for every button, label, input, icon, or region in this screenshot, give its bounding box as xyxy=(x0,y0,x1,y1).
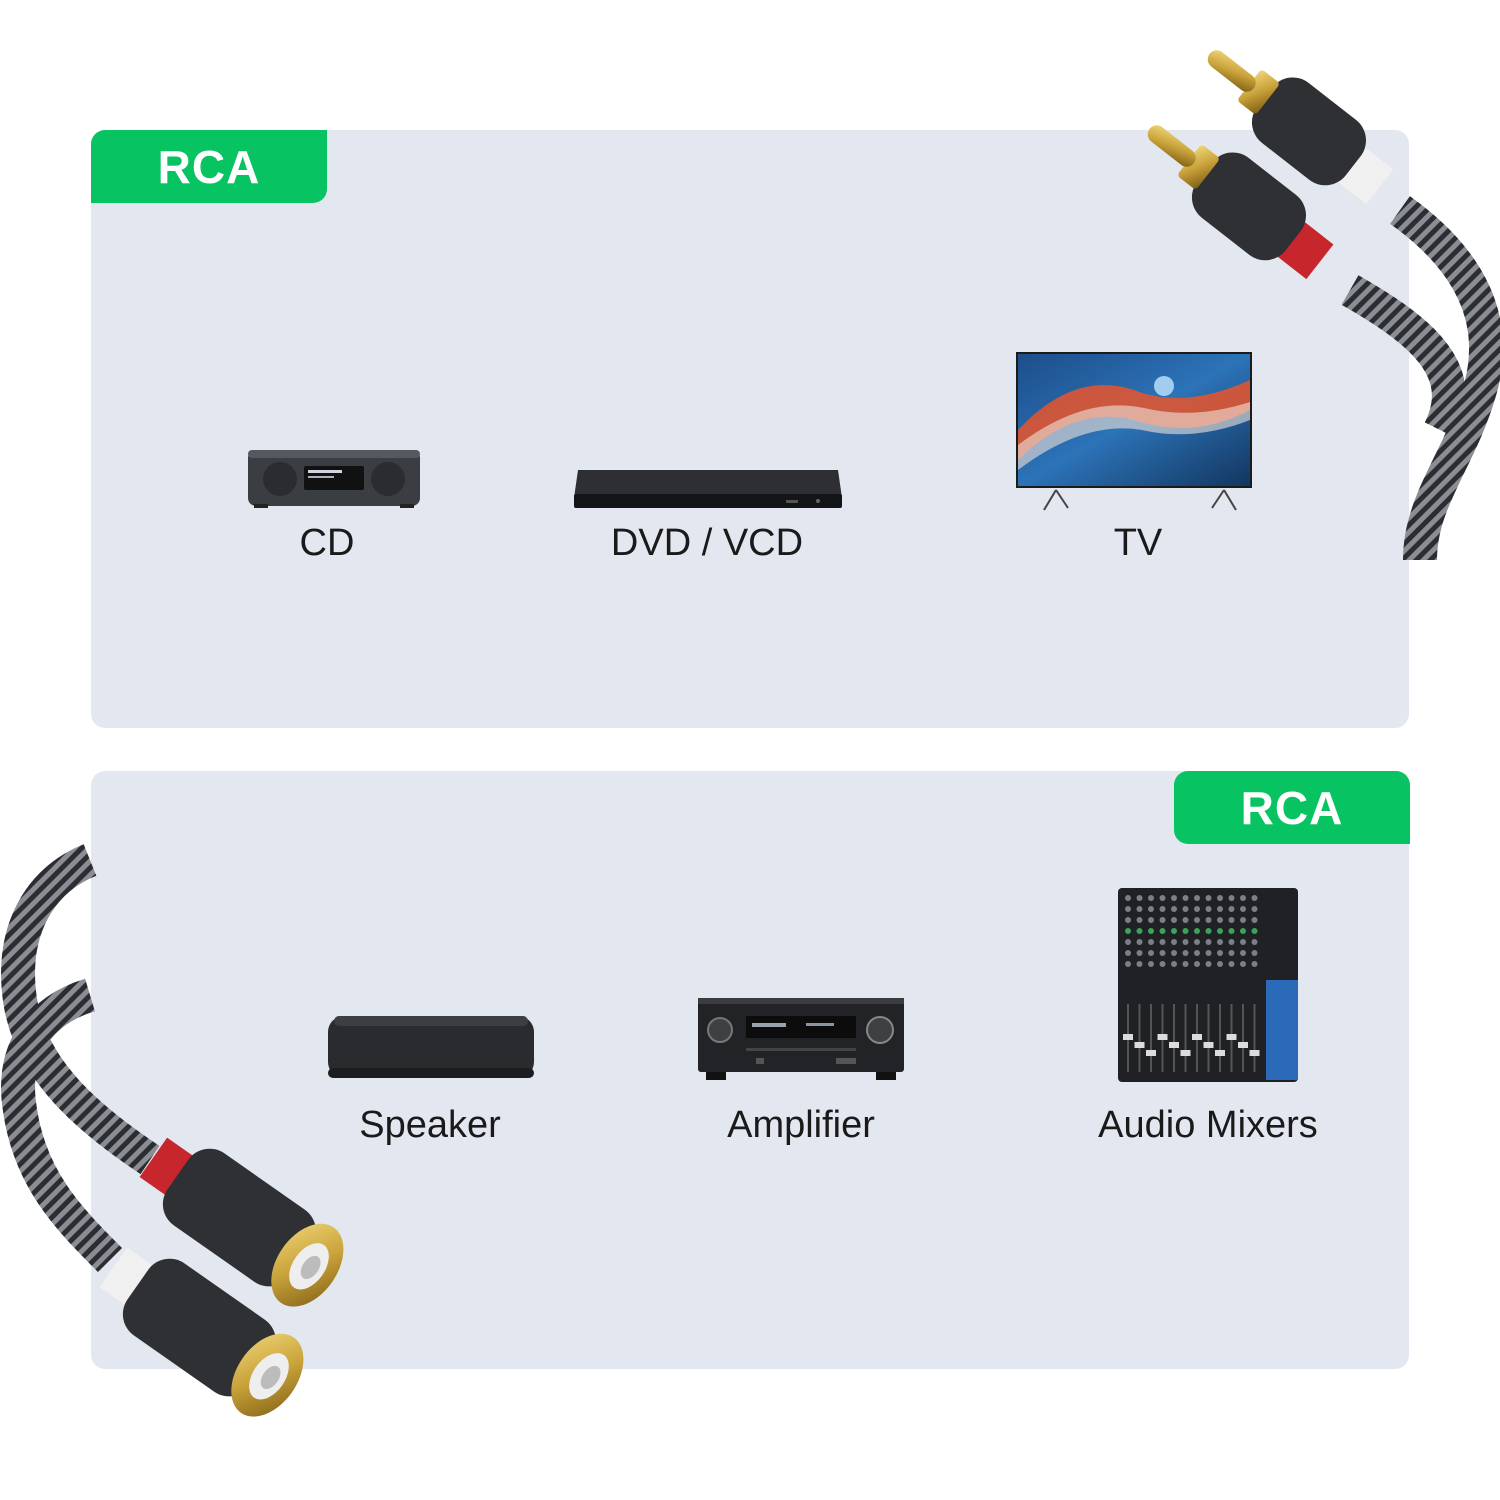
tv-label: TV xyxy=(1113,522,1163,564)
tv-icon xyxy=(1016,352,1252,511)
rca-female-badge: RCA xyxy=(1174,771,1410,844)
audio-mixer-icon xyxy=(1118,888,1298,1082)
rca-male-badge: RCA xyxy=(91,130,327,203)
amplifier-label: Amplifier xyxy=(727,1104,875,1146)
speaker-label: Speaker xyxy=(359,1104,501,1146)
cd-player-icon xyxy=(248,450,420,508)
speaker-icon xyxy=(328,1016,534,1078)
dvd-vcd-label: DVD / VCD xyxy=(610,522,804,564)
dvd-player-icon xyxy=(574,470,842,508)
amplifier-icon xyxy=(698,998,904,1080)
cd-label: CD xyxy=(299,522,355,564)
audio-mixers-label: Audio Mixers xyxy=(1098,1104,1318,1146)
